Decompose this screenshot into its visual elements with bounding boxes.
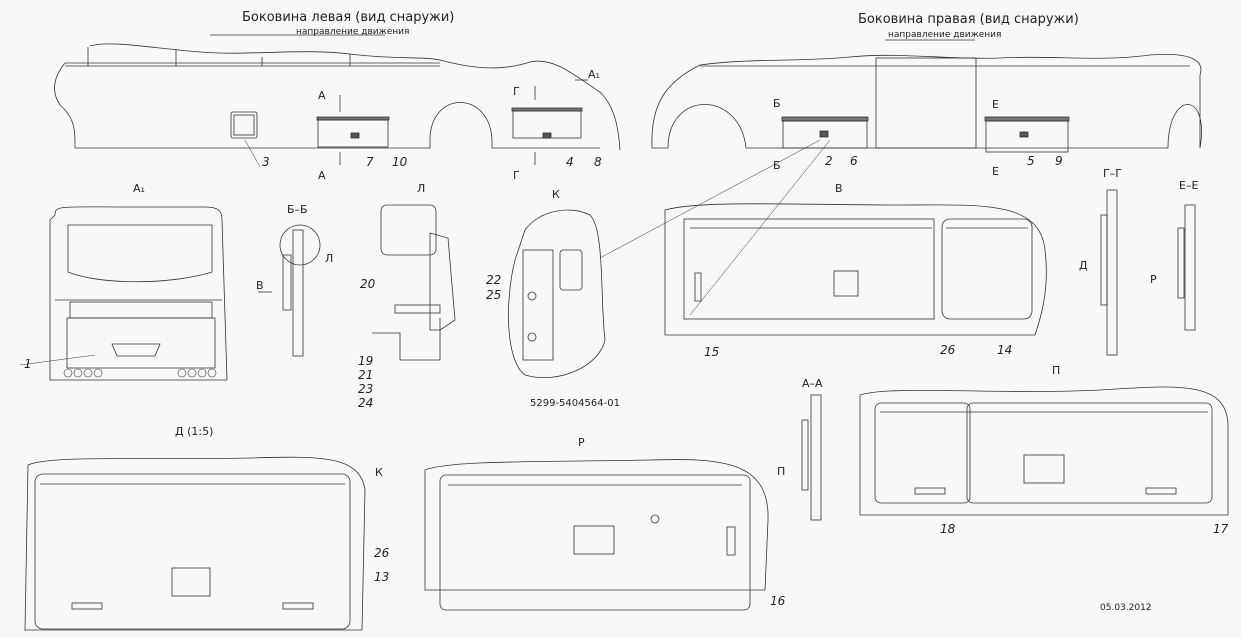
section-gg-d-arrow-label: Д [1079, 259, 1088, 272]
section-aa-title: А–А [802, 377, 823, 390]
section-aa [801, 394, 822, 521]
detail-k-title: К [552, 188, 560, 201]
section-mark-b-bottom: Б [773, 159, 781, 172]
section-mark-a-bottom: А [318, 169, 326, 182]
callout-5: 5 [1027, 154, 1035, 168]
section-bb-title: Б–Б [287, 203, 308, 216]
view-d-title: Д (1:5) [175, 425, 214, 438]
view-v [664, 203, 1047, 336]
right-side-panel [651, 39, 1202, 153]
callout-16: 16 [770, 594, 786, 608]
section-gg [1100, 189, 1118, 356]
view-p-title: П [1052, 364, 1061, 377]
callout-15: 15 [704, 345, 720, 359]
part-number: 5299-5404564-01 [530, 398, 620, 409]
callout-23: 23 [358, 382, 374, 396]
callout-26-view-v: 26 [940, 343, 956, 357]
section-gg-title: Г–Г [1103, 167, 1122, 180]
detail-l [372, 204, 456, 361]
view-a1-arrow-label: А₁ [588, 68, 600, 81]
section-bb [258, 224, 321, 357]
view-d [24, 456, 366, 631]
view-r [424, 459, 769, 611]
callout-20: 20 [360, 277, 376, 291]
left-direction-label: направление движения [296, 27, 410, 37]
section-mark-b-top: Б [773, 97, 781, 110]
callout-13: 13 [374, 570, 390, 584]
view-v-arrow-label: В [256, 279, 264, 292]
right-side-title: Боковина правая (вид снаружи) [858, 12, 1079, 27]
section-mark-e-bottom: Е [992, 165, 999, 178]
section-aa-p-arrow-label: П [777, 465, 786, 478]
view-r-title: Р [578, 436, 585, 449]
section-mark-a-top: А [318, 89, 326, 102]
callout-22: 22 [486, 273, 502, 287]
callout-24: 24 [358, 396, 374, 410]
callout-3: 3 [262, 155, 270, 169]
section-ee [1177, 204, 1196, 331]
callout-6: 6 [850, 154, 858, 168]
drawing-date: 05.03.2012 [1100, 603, 1152, 613]
view-d-detail-k-label: К [375, 466, 383, 479]
rear-view-a1 [49, 206, 228, 381]
callout-26-view-d: 26 [374, 546, 390, 560]
left-side-panel [54, 34, 621, 165]
detail-l-title: Л [417, 182, 426, 195]
callout-19: 19 [358, 354, 374, 368]
callout-21: 21 [358, 368, 374, 382]
callout-10: 10 [392, 155, 408, 169]
callout-17: 17 [1213, 522, 1229, 536]
section-ee-title: Е–Е [1179, 179, 1199, 192]
view-v-title: В [835, 182, 843, 195]
view-p [859, 386, 1229, 516]
section-mark-g-top: Г [513, 85, 520, 98]
callout-4: 4 [566, 155, 574, 169]
section-bb-detail-l-label: Л [325, 252, 334, 265]
callout-8: 8 [594, 155, 602, 169]
callout-2: 2 [825, 154, 833, 168]
section-mark-g-bottom: Г [513, 169, 520, 182]
callout-25: 25 [486, 288, 502, 302]
section-ee-r-arrow-label: Р [1150, 273, 1157, 286]
detail-k [508, 209, 606, 379]
callout-1: 1 [24, 357, 32, 371]
callout-18: 18 [940, 522, 956, 536]
callout-9: 9 [1055, 154, 1063, 168]
right-direction-label: направление движения [888, 30, 1002, 40]
left-side-title: Боковина левая (вид снаружи) [242, 10, 455, 25]
leader-lines [19, 139, 831, 366]
section-mark-e-top: Е [992, 98, 999, 111]
callout-7: 7 [366, 155, 374, 169]
callout-14: 14 [997, 343, 1013, 357]
view-a1-title: А₁ [133, 182, 145, 195]
